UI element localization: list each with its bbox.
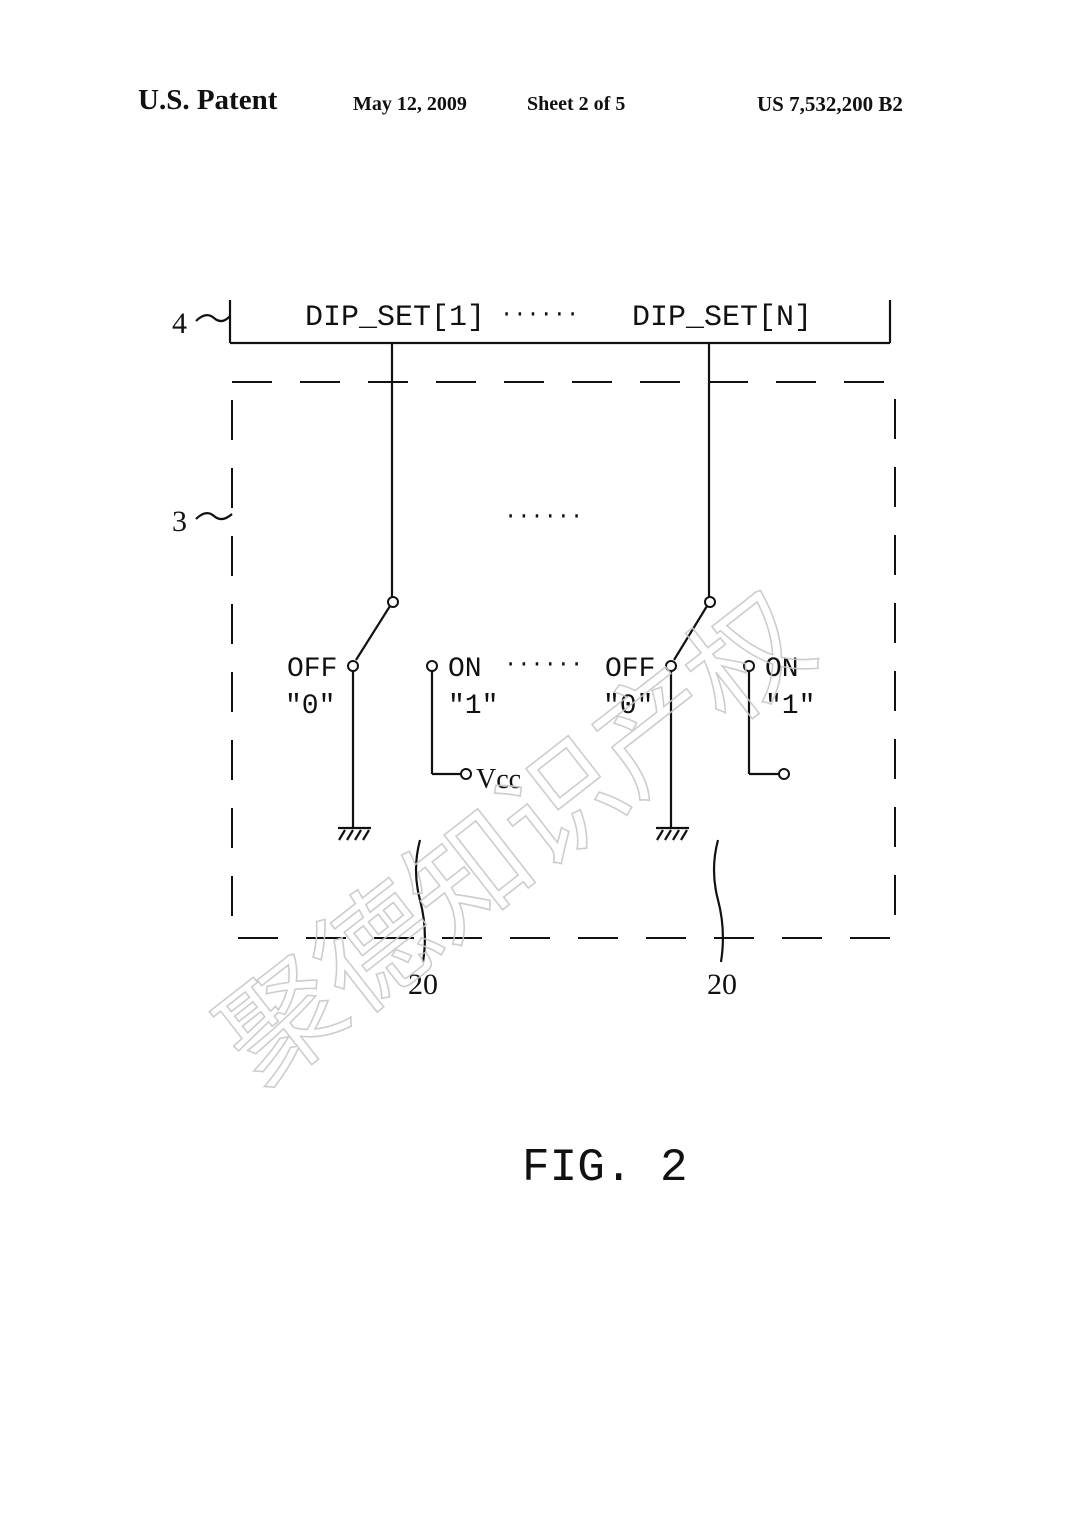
switch-1-off-label: OFF (287, 654, 337, 685)
dip-switch-1 (338, 343, 472, 963)
bus-dots: ······ (500, 302, 579, 327)
block-reference-numeral: 3 (172, 505, 187, 538)
switch-1-on-terminal (426, 660, 438, 672)
switch-n-off-label: OFF (605, 654, 655, 685)
switch-1-on-label: ON (448, 654, 482, 685)
middle-dots: ······ (504, 504, 583, 529)
ground-symbol-n (656, 826, 689, 841)
switch-n-common-terminal (704, 596, 716, 608)
dip-set-bus (228, 300, 892, 345)
ground-symbol-1 (338, 826, 371, 841)
switch-n-supply-terminal (778, 768, 790, 780)
switch-n-on-value: "1" (765, 691, 815, 722)
patent-date: May 12, 2009 (353, 93, 467, 115)
switch-1-reference-numeral: 20 (408, 968, 438, 1001)
bus-reference-numeral: 4 (172, 307, 187, 340)
switch-n-off-value: "0" (603, 691, 653, 722)
dip-switch-n (656, 343, 790, 963)
switch-n-on-label: ON (765, 654, 799, 685)
figure-caption: FIG. 2 (522, 1142, 688, 1194)
sheet-number: Sheet 2 of 5 (527, 93, 626, 115)
switch-dots: ······ (504, 652, 583, 677)
switch-1-leader-line (414, 839, 427, 963)
switch-1-off-terminal (347, 660, 359, 672)
bus-label-first: DIP_SET[1] (305, 301, 485, 335)
switch-1-on-value: "1" (448, 691, 498, 722)
bus-label-last: DIP_SET[N] (632, 301, 812, 335)
switch-1-off-value: "0" (285, 691, 335, 722)
switch-1-common-terminal (387, 596, 399, 608)
patent-label: U.S. Patent (138, 84, 278, 116)
block-leader-line (195, 512, 233, 521)
bus-leader-line (195, 314, 231, 323)
watermark: 聚德知识产权 (194, 567, 837, 1112)
switch-n-leader-line (712, 839, 725, 963)
patent-number: US 7,532,200 B2 (757, 92, 903, 116)
vcc-terminal (460, 768, 472, 780)
switch-n-reference-numeral: 20 (707, 968, 737, 1001)
vcc-label: Vcc (476, 764, 521, 795)
